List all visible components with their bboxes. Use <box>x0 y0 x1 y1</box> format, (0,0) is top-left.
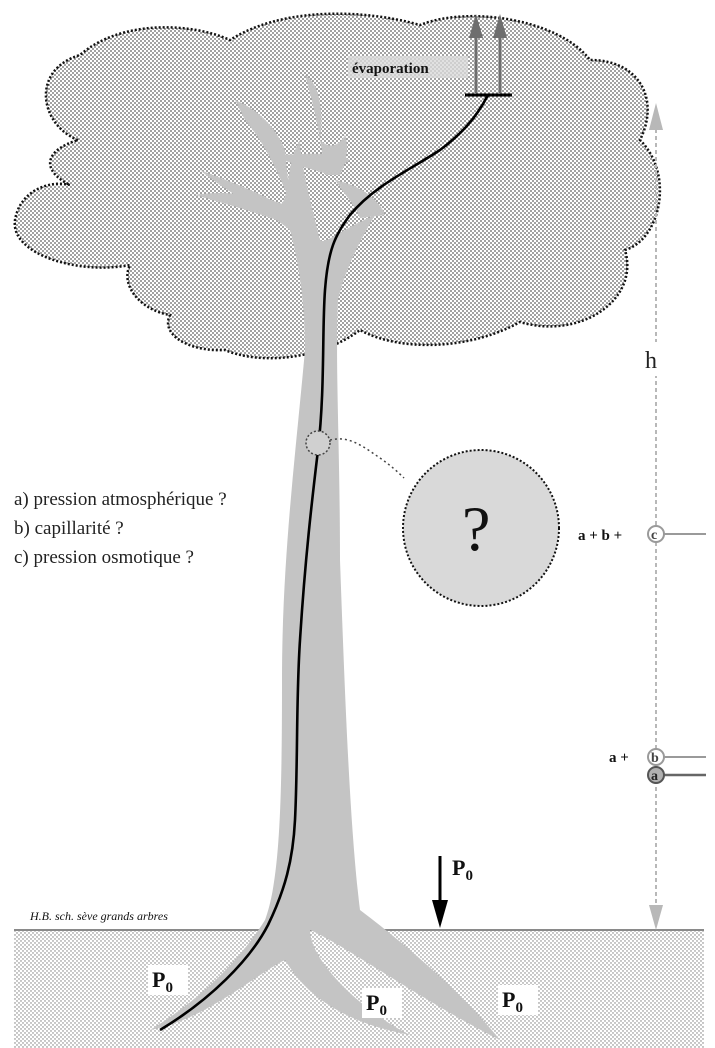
evaporation-label: évaporation <box>352 61 429 77</box>
pressure-arrow <box>432 856 448 928</box>
magnifier-connector <box>330 439 404 478</box>
p0-label-top: P0 <box>452 855 473 884</box>
marker-abc-letter: c <box>651 528 657 543</box>
marker-abc: a + b + c <box>578 526 706 544</box>
hypotheses-list: a) pression atmosphérique ? b) capillari… <box>14 489 227 568</box>
marker-ab-letter: b <box>651 751 659 766</box>
marker-a: a <box>648 767 706 784</box>
hypothesis-c: c) pression osmotique ? <box>14 547 194 568</box>
hypothesis-a: a) pression atmosphérique ? <box>14 489 227 510</box>
marker-a-letter: a <box>651 769 658 784</box>
marker-ab-prefix: a + <box>609 750 629 766</box>
credit-label: H.B. sch. sève grands arbres <box>29 909 168 923</box>
height-label: h <box>645 348 657 374</box>
marker-abc-prefix: a + b + <box>578 528 622 544</box>
trunk-focus-circle <box>306 431 330 455</box>
marker-ab: a + b <box>609 749 706 766</box>
hypothesis-b: b) capillarité ? <box>14 518 124 539</box>
question-mark: ? <box>462 493 490 564</box>
